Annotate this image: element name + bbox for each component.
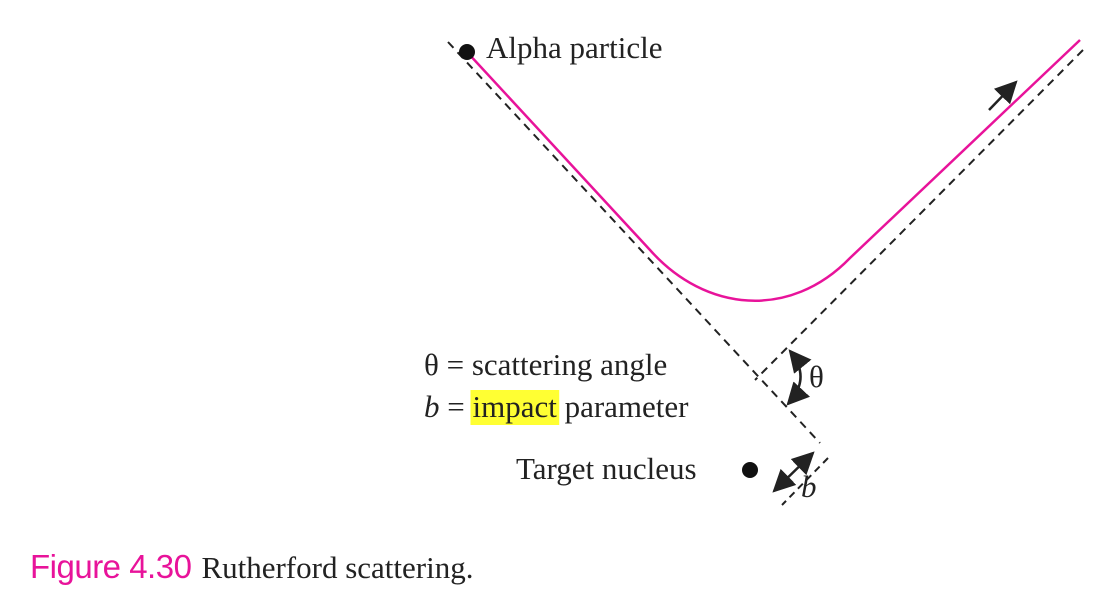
b-symbol: b [801, 469, 817, 504]
target-nucleus-label: Target nucleus [516, 451, 697, 486]
impact-parameter-line [781, 457, 829, 506]
alpha-particle-dot [459, 44, 475, 60]
impact-highlight [470, 390, 560, 425]
b-double-arrow [772, 451, 815, 493]
outgoing-direction-arrow [988, 80, 1018, 111]
figure-number: Figure 4.30 [30, 548, 192, 585]
theta-angle-arrow [786, 349, 812, 406]
b-definition-symbol: b [424, 389, 440, 424]
b-definition: b = impact parameter [424, 389, 689, 424]
theta-symbol: θ [809, 359, 824, 394]
target-nucleus-dot [742, 462, 758, 478]
b-definition-equals: = [440, 389, 473, 424]
theta-definition-symbol: θ [424, 347, 439, 382]
b-definition-rest: parameter [557, 389, 689, 424]
alpha-particle-label: Alpha particle [486, 30, 662, 65]
alpha-trajectory [466, 39, 1081, 302]
b-definition-highlight-word: impact [472, 389, 557, 424]
outgoing-asymptote [754, 49, 1084, 381]
incoming-asymptote [447, 41, 821, 444]
figure-caption-text: Rutherford scattering. [201, 550, 474, 585]
figure-caption: Figure 4.30 Rutherford scattering. [30, 548, 473, 586]
theta-definition-text: = scattering angle [439, 347, 667, 382]
theta-definition: θ = scattering angle [424, 347, 667, 382]
